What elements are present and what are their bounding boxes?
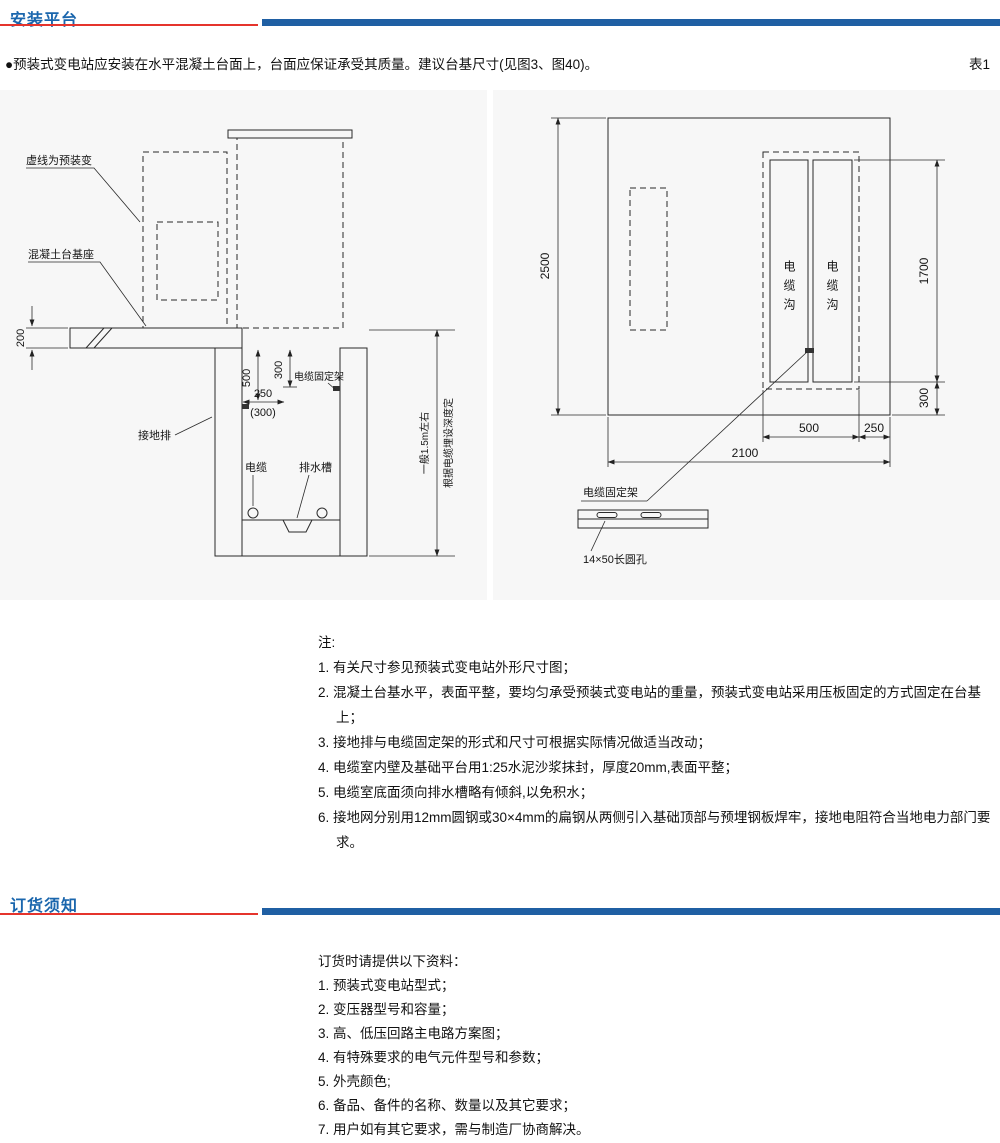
note-item-5: 5. 电缆室底面须向排水槽略有倾斜,以免积水； bbox=[318, 785, 594, 800]
bracket-detail: 电缆固定架 14×50长圆孔 bbox=[577, 351, 808, 566]
intro-text: ●预装式变电站应安装在水平混凝土台面上，台面应保证承受其质量。建议台基尺寸(见图… bbox=[5, 57, 599, 72]
dim-2500: 2500 bbox=[538, 117, 606, 416]
cable-trench-2 bbox=[812, 159, 853, 383]
dim-label-300: 300 bbox=[273, 361, 285, 379]
cable-circle-1 bbox=[247, 507, 259, 519]
foundation-section-panel: 200 500 300 250 (300) 一般1.5m左右 根据电缆埋设深度定 bbox=[0, 90, 487, 600]
dim-bottom: 500 250 2100 bbox=[607, 390, 891, 467]
ordering-item-5: 5. 外壳颜色; bbox=[318, 1074, 391, 1089]
ordering-item-2: 2. 变压器型号和容量； bbox=[318, 1002, 455, 1017]
header2-rule-blue bbox=[262, 908, 1000, 915]
concrete-platform bbox=[69, 327, 243, 349]
cable-circle-2 bbox=[316, 507, 328, 519]
slot-hole-2 bbox=[640, 512, 662, 518]
ordering-intro: 订货时请提供以下资料： bbox=[318, 954, 467, 969]
dim-label-500: 500 bbox=[799, 421, 819, 435]
notes-block: 注: 1. 有关尺寸参见预装式变电站外形尺寸图； 2. 混凝土台基水平，表面平整… bbox=[318, 630, 994, 855]
ordering-block: 订货时请提供以下资料： 1. 预装式变电站型式； 2. 变压器型号和容量； 3.… bbox=[318, 950, 590, 1142]
note-general-depth: 一般1.5m左右 bbox=[418, 412, 431, 474]
note-item-3: 3. 接地排与电缆固定架的形式和尺寸可根据实际情况做适当改动； bbox=[318, 735, 712, 750]
dim-label-1700: 1700 bbox=[917, 257, 931, 284]
ordering-item-3: 3. 高、低压回路主电路方案图； bbox=[318, 1026, 509, 1041]
dim-label-250: 250 bbox=[254, 388, 272, 400]
dim-pit-overall: 一般1.5m左右 根据电缆埋设深度定 bbox=[369, 329, 455, 557]
label-dashed-substation: 虚线为预装变 bbox=[26, 153, 92, 167]
header2-rule-red bbox=[0, 913, 258, 915]
foundation-plan-panel: 电缆沟 电缆沟 2500 1700 300 bbox=[493, 90, 1000, 600]
label-cable: 电缆 bbox=[245, 461, 267, 474]
wall-bracket-left bbox=[242, 404, 249, 409]
plan-dashed-left bbox=[629, 187, 668, 331]
note-cable-depth: 根据电缆埋设深度定 bbox=[442, 398, 455, 488]
ordering-item-1: 1. 预装式变电站型式； bbox=[318, 978, 455, 993]
ordering-item-6: 6. 备品、备件的名称、数量以及其它要求； bbox=[318, 1098, 577, 1113]
label-slot-hole: 14×50长圆孔 bbox=[583, 553, 647, 566]
note-item-4: 4. 电缆室内壁及基础平台用1:25水泥沙浆抹封，厚度20mm,表面平整； bbox=[318, 760, 739, 775]
trench-bracket-mark bbox=[805, 348, 814, 353]
wall-bracket-right bbox=[333, 386, 340, 391]
foundation-section-drawing: 200 500 300 250 (300) 一般1.5m左右 根据电缆埋设深度定 bbox=[15, 129, 455, 557]
cable-pit bbox=[214, 347, 368, 557]
substation-outline bbox=[142, 129, 353, 329]
dim-label-300: 300 bbox=[917, 388, 931, 408]
ordering-item-4: 4. 有特殊要求的电气元件型号和参数； bbox=[318, 1050, 550, 1065]
pit-floor-slab bbox=[241, 519, 341, 557]
header-rule-blue bbox=[262, 19, 1000, 26]
note-item-6: 6. 接地网分别用12mm圆钢或30×4mm的扁钢从两侧引入基础顶部与预埋钢板焊… bbox=[318, 810, 991, 850]
dim-label-500: 500 bbox=[241, 369, 253, 387]
foundation-outer-rect bbox=[607, 117, 891, 416]
drain-channel bbox=[282, 519, 313, 533]
note-item-1: 1. 有关尺寸参见预装式变电站外形尺寸图； bbox=[318, 660, 577, 675]
trench-label-2: 电缆沟 bbox=[825, 260, 839, 317]
dim-label-200: 200 bbox=[15, 329, 27, 347]
section-title-ordering-info: 订货须知 bbox=[10, 898, 79, 915]
dim-1700-300: 1700 300 bbox=[854, 159, 945, 416]
label-drain: 排水槽 bbox=[299, 460, 332, 474]
plan-outlines: 电缆沟 电缆沟 bbox=[607, 117, 891, 416]
ordering-item-7: 7. 用户如有其它要求，需与制造厂协商解决。 bbox=[318, 1122, 590, 1137]
trench-dashed-outline bbox=[762, 151, 860, 390]
label-ground-bar: 接地排 bbox=[138, 428, 171, 442]
dim-label-2500: 2500 bbox=[538, 252, 552, 279]
note-item-2: 2. 混凝土台基水平，表面平整，要均匀承受预装式变电站的重量，预装式变电站采用压… bbox=[318, 685, 982, 725]
dim-pit-depths: 500 300 250 (300) bbox=[241, 349, 297, 419]
pit-right-wall bbox=[339, 347, 368, 557]
foundation-plan-drawing: 电缆沟 电缆沟 2500 1700 300 bbox=[538, 117, 945, 566]
label-cable-bracket-plan: 电缆固定架 bbox=[583, 485, 638, 499]
section-title-installation-platform: 安装平台 bbox=[10, 12, 79, 29]
dim-200: 200 bbox=[15, 306, 68, 370]
pit-left-wall bbox=[214, 347, 243, 557]
slot-hole-1 bbox=[596, 512, 618, 518]
notes-title: 注: bbox=[318, 635, 336, 650]
label-cable-bracket: 电缆固定架 bbox=[294, 370, 344, 383]
dim-label-2100: 2100 bbox=[732, 446, 759, 460]
header-rule-red bbox=[0, 24, 258, 26]
cable-trench-1 bbox=[769, 159, 809, 383]
trench-label-1: 电缆沟 bbox=[782, 260, 796, 317]
dim-label-300b: (300) bbox=[250, 407, 276, 419]
dim-label-250: 250 bbox=[864, 421, 884, 435]
table1-label: 表1 bbox=[968, 57, 990, 72]
callout-labels: 虚线为预装变 混凝土台基座 接地排 电缆固定架 电缆 排水槽 bbox=[26, 153, 344, 519]
label-concrete-base: 混凝土台基座 bbox=[28, 247, 94, 261]
